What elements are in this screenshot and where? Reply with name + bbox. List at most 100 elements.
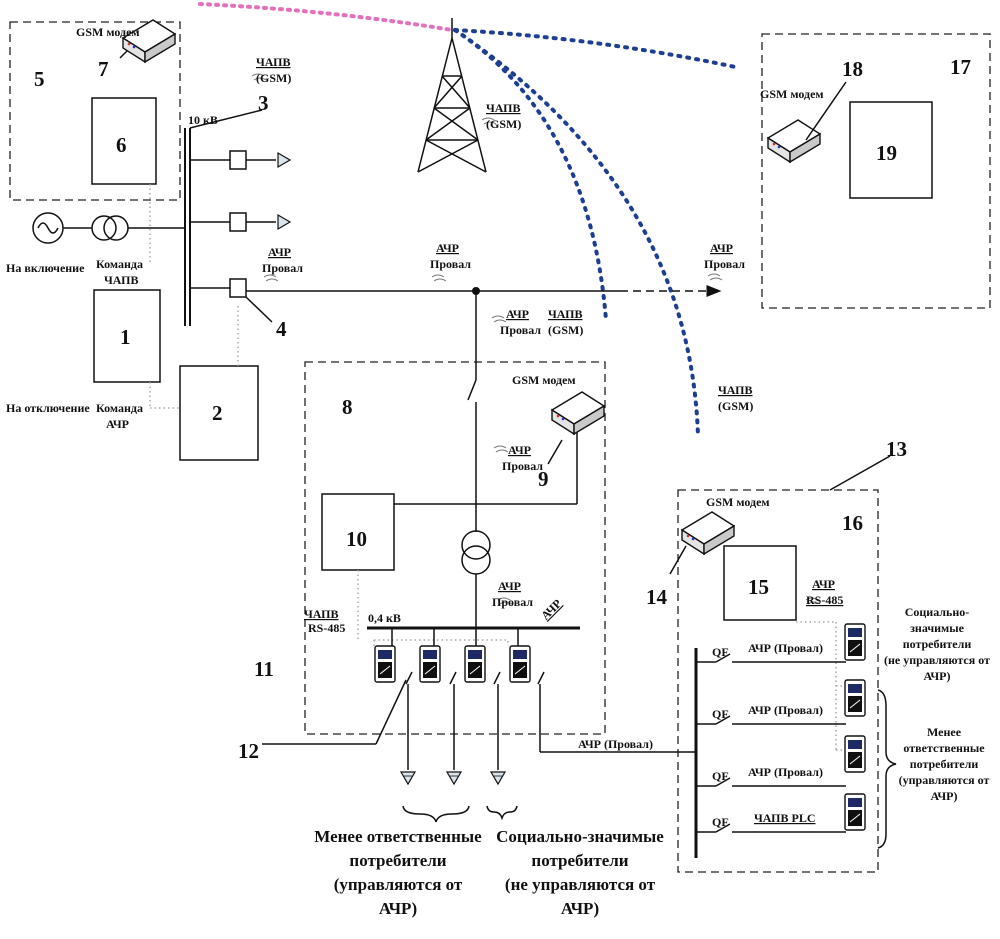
proval-label-e: Провал [502, 459, 543, 473]
brace-less-bottom [403, 806, 469, 822]
generator-wave [38, 223, 58, 233]
feeder-3-breaker [230, 279, 246, 297]
qf-label-4: QF [712, 815, 729, 829]
svg-text:(управляются от: (управляются от [899, 773, 990, 787]
chapv-rs485-l1: ЧАПВ [304, 607, 339, 621]
radio-link-to-8 [455, 30, 606, 320]
radio-link-to-16 [455, 30, 698, 436]
radio-link-pink [200, 4, 452, 30]
brace-social-bottom [487, 806, 517, 818]
load-icon [447, 772, 461, 784]
achr-proval-link-label: АЧР (Провал) [578, 737, 653, 751]
svg-text:(управляются от: (управляются от [334, 875, 463, 894]
transformer-8-b [462, 546, 490, 574]
gsm-modem-18-icon [768, 120, 820, 162]
svg-text:(не управляются от: (не управляются от [505, 875, 656, 894]
meter-icon [845, 736, 865, 772]
feeder-2-load-icon [278, 215, 290, 229]
qf-label-2: QF [712, 707, 729, 721]
consumers-right-social: Социально- значимые потребители (не упра… [884, 605, 990, 683]
label-number-7: 7 [98, 57, 109, 81]
komanda-chapv-l2: ЧАПВ [104, 273, 139, 287]
svg-text:значимые: значимые [910, 621, 964, 635]
achr-label-e: АЧР [508, 443, 531, 457]
komanda-achr-l1: Команда [96, 401, 143, 415]
achr-rs485-l1: АЧР [812, 577, 835, 591]
pointer-9 [548, 440, 562, 464]
label-number-16: 16 [842, 511, 863, 535]
svg-text:АЧР): АЧР) [379, 899, 417, 918]
achr-label-b: АЧР [436, 241, 459, 255]
pointer-13 [830, 456, 890, 490]
proval-label-a: Провал [262, 261, 303, 275]
achr-proval-feeder-2: АЧР (Провал) [748, 703, 823, 717]
label-number-3: 3 [258, 91, 269, 115]
svg-text:потребители: потребители [903, 637, 972, 651]
gsm-label-1: (GSM) [256, 71, 291, 85]
label-number-15: 15 [748, 575, 769, 599]
achr-rs485-l2: RS-485 [806, 593, 843, 607]
komanda-chapv-l1: Команда [96, 257, 143, 271]
svg-text:Социально-: Социально- [905, 605, 970, 619]
label-number-5: 5 [34, 67, 45, 91]
rs485-link-meters [374, 640, 508, 646]
consumers-bottom-social: Социально-значимые потребители (не управ… [496, 827, 664, 918]
achr-label-d: АЧР [506, 307, 529, 321]
proval-label-d: Провал [500, 323, 541, 337]
achr-proval-feeder-3: АЧР (Провал) [748, 765, 823, 779]
chapv-label-2: ЧАПВ [486, 101, 521, 115]
label-number-14: 14 [646, 585, 668, 609]
gsm-modem-7-label: GSM модем [76, 25, 140, 39]
svg-text:ответственные: ответственные [903, 741, 985, 755]
pointer-4 [246, 297, 272, 322]
gsm-modem-9-label: GSM модем [512, 373, 576, 387]
label-number-17: 17 [950, 55, 971, 79]
meter-icon [420, 646, 440, 682]
consumers-bottom-less: Менее ответственные потребители (управля… [314, 827, 482, 918]
label-number-8: 8 [342, 395, 353, 419]
proval-label-f: Провал [492, 595, 533, 609]
label-number-18: 18 [842, 57, 863, 81]
svg-text:потребители: потребители [531, 851, 628, 870]
load-icon [401, 772, 415, 784]
label-number-12: 12 [238, 739, 259, 763]
meter-icon [465, 646, 485, 682]
feeder-1-load-icon [278, 153, 290, 167]
meter-icon [845, 680, 865, 716]
feeder-1-breaker [230, 151, 246, 169]
meter-icon [845, 794, 865, 830]
qf-label-3: QF [712, 769, 729, 783]
svg-text:Менее: Менее [927, 725, 962, 739]
achr-label-a: АЧР [268, 245, 291, 259]
achr-proval-feeder-1: АЧР (Провал) [748, 641, 823, 655]
gsm-modem-9-icon [552, 392, 604, 434]
consumers-right-less: Менее ответственные потребители (управля… [899, 725, 990, 803]
meter-icon [845, 624, 865, 660]
svg-text:Социально-значимые: Социально-значимые [496, 827, 664, 846]
gsm-modem-18-label: GSM модем [760, 87, 824, 101]
label-number-2: 2 [212, 401, 223, 425]
gsm-label-2: (GSM) [486, 117, 521, 131]
na-vkl-label: На включение [6, 261, 85, 275]
svg-text:АЧР): АЧР) [561, 899, 599, 918]
proval-label-c: Провал [704, 257, 745, 271]
proval-label-b: Провал [430, 257, 471, 271]
label-number-1: 1 [120, 325, 131, 349]
svg-text:Менее ответственные: Менее ответственные [314, 827, 482, 846]
na-otkl-label: На отключение [6, 401, 90, 415]
load-icon [491, 772, 505, 784]
radio-tower-icon [418, 18, 486, 172]
chapv-label-1: ЧАПВ [256, 55, 291, 69]
kv04-label: 0,4 кВ [368, 611, 401, 625]
chapv-label-3: ЧАПВ [548, 307, 583, 321]
svg-text:(не управляются от: (не управляются от [884, 653, 990, 667]
label-number-10: 10 [346, 527, 367, 551]
gsm-label-4: (GSM) [718, 399, 753, 413]
label-number-19: 19 [876, 141, 897, 165]
transformer-8-a [462, 531, 490, 559]
svg-text:потребители: потребители [349, 851, 446, 870]
svg-text:АЧР): АЧР) [931, 789, 958, 803]
disconnector [468, 380, 476, 400]
achr-label-c: АЧР [710, 241, 733, 255]
